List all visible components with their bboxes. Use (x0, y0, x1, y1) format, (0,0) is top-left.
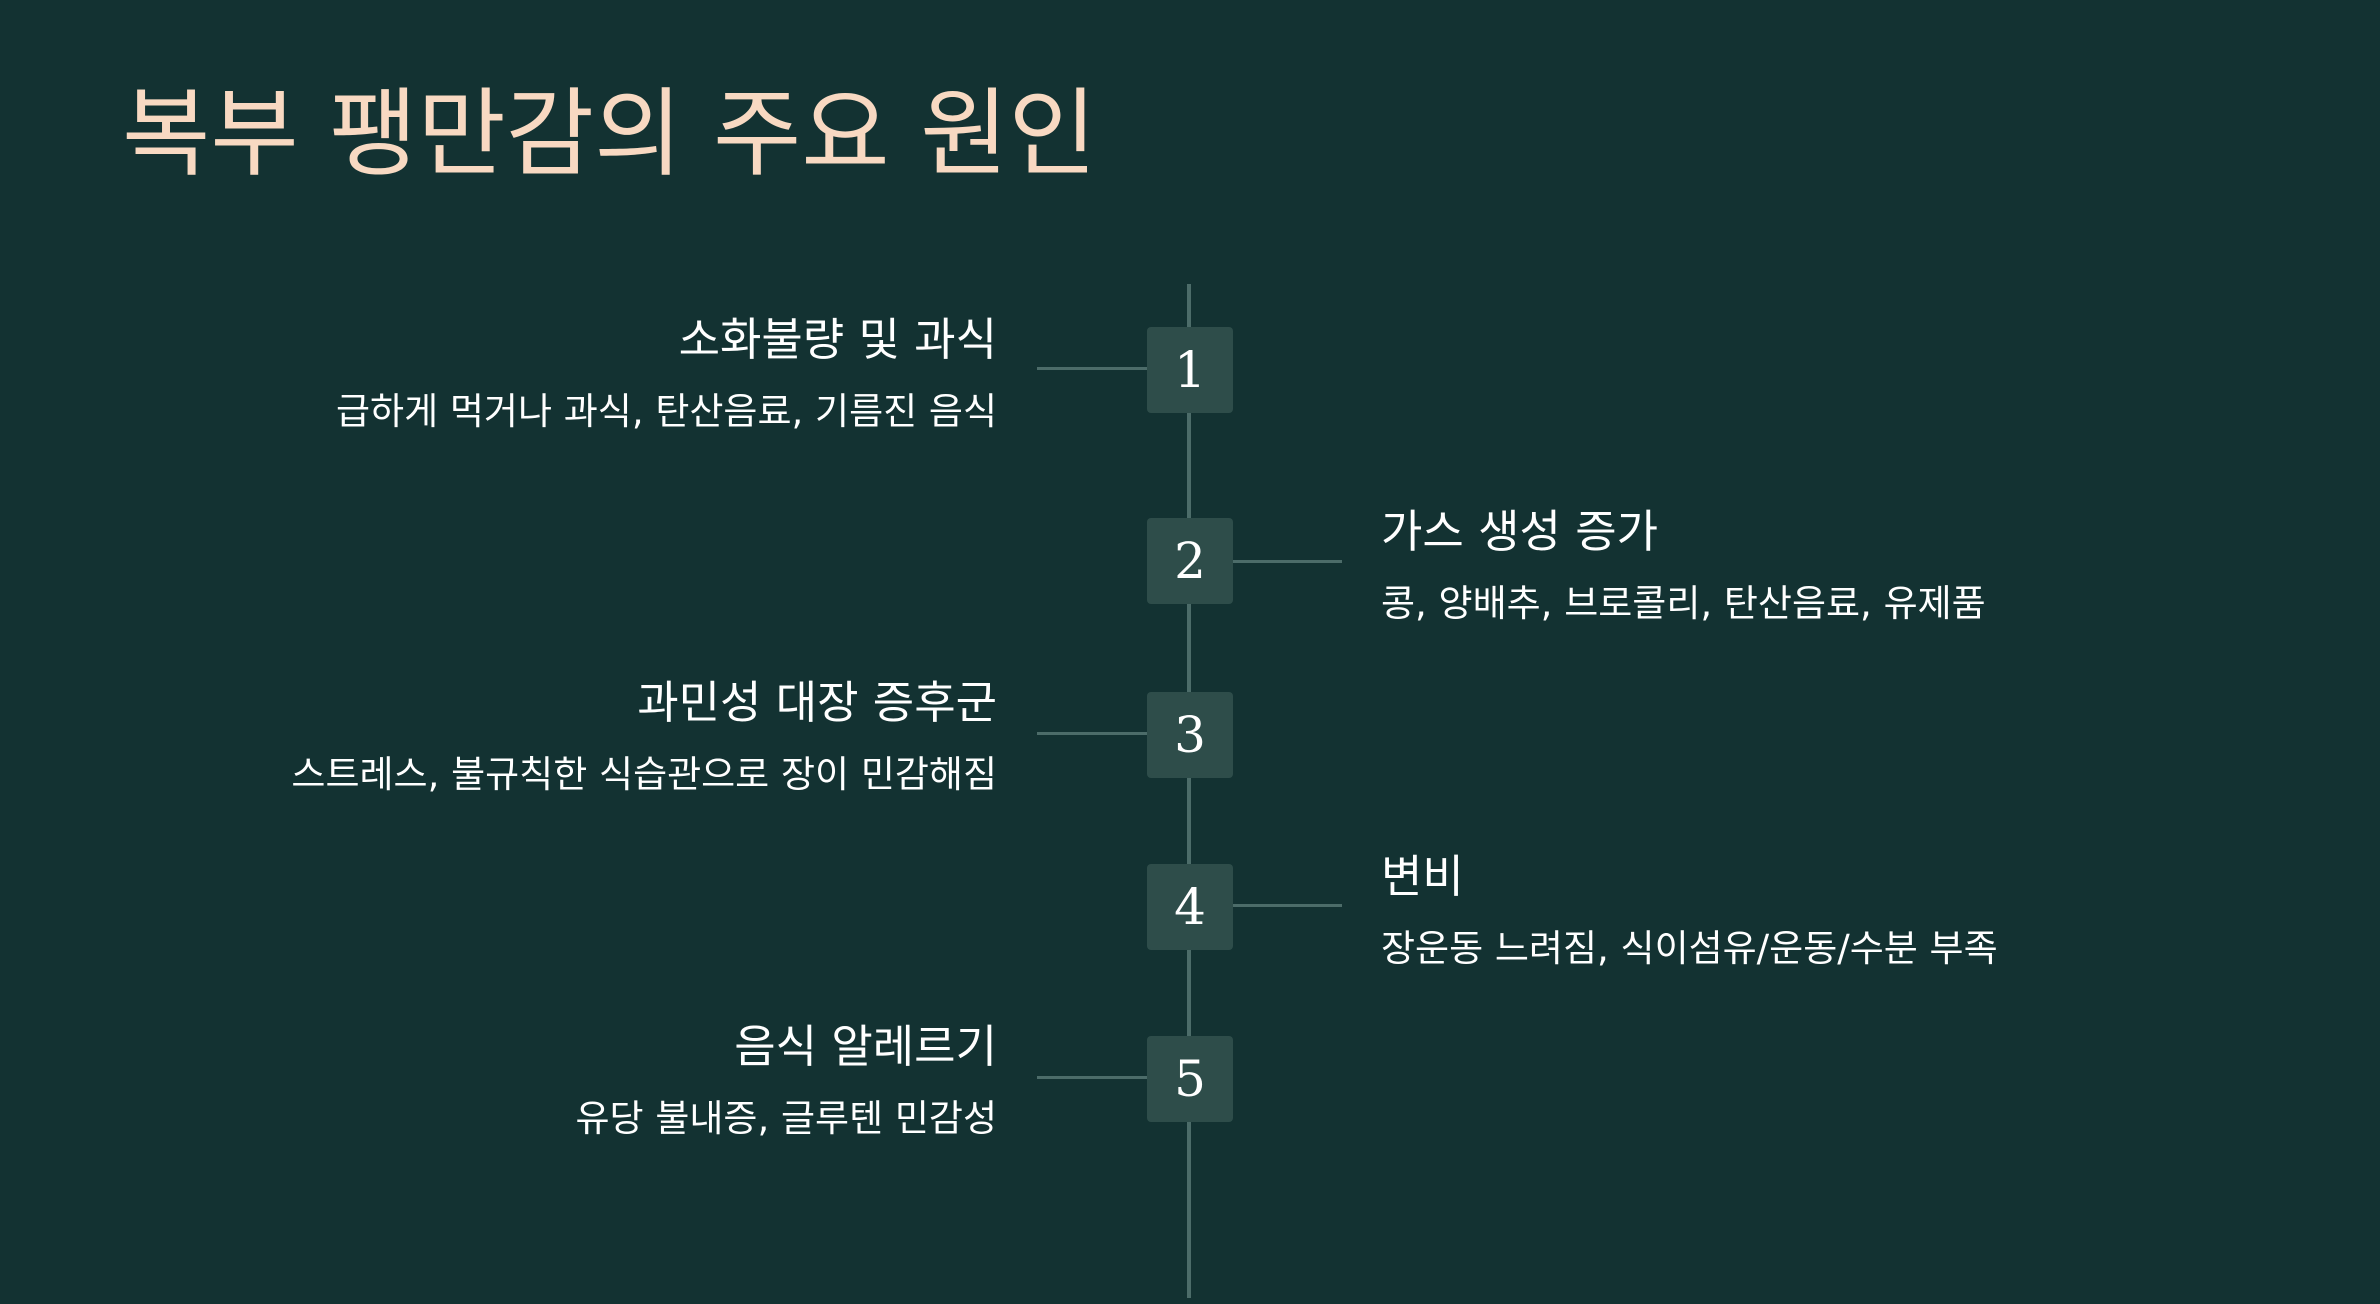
item-title: 가스 생성 증가 (1381, 505, 1659, 558)
item-title: 소화불량 및 과식 (678, 313, 997, 366)
timeline-node-4: 4 (1147, 864, 1233, 950)
item-description: 급하게 먹거나 과식, 탄산음료, 기름진 음식 (335, 390, 997, 433)
timeline-node-2: 2 (1147, 518, 1233, 604)
item-title: 변비 (1381, 850, 1464, 903)
item-title: 음식 알레르기 (734, 1020, 997, 1073)
timeline-node-1: 1 (1147, 327, 1233, 413)
timeline-item-2: 가스 생성 증가 콩, 양배추, 브로콜리, 탄산음료, 유제품 (1381, 505, 1986, 626)
item-description: 장운동 느려짐, 식이섬유/운동/수분 부족 (1381, 927, 1998, 970)
timeline-item-3: 과민성 대장 증후군 스트레스, 불규칙한 식습관으로 장이 민감해짐 (291, 676, 997, 797)
timeline-item-1: 소화불량 및 과식 급하게 먹거나 과식, 탄산음료, 기름진 음식 (336, 313, 997, 434)
item-description: 스트레스, 불규칙한 식습관으로 장이 민감해짐 (291, 753, 997, 796)
timeline-node-5: 5 (1147, 1036, 1233, 1122)
timeline-axis (1187, 284, 1191, 1298)
connector-2 (1233, 560, 1342, 563)
timeline-item-4: 변비 장운동 느려짐, 식이섬유/운동/수분 부족 (1381, 850, 1998, 971)
item-description: 유당 불내증, 글루텐 민감성 (575, 1097, 997, 1140)
item-description: 콩, 양배추, 브로콜리, 탄산음료, 유제품 (1381, 582, 1986, 625)
connector-3 (1037, 732, 1147, 735)
slide-title: 복부 팽만감의 주요 원인 (122, 78, 1097, 190)
timeline-item-5: 음식 알레르기 유당 불내증, 글루텐 민감성 (576, 1020, 997, 1141)
connector-5 (1037, 1076, 1147, 1079)
timeline-node-3: 3 (1147, 692, 1233, 778)
connector-1 (1037, 367, 1147, 370)
connector-4 (1233, 904, 1342, 907)
item-title: 과민성 대장 증후군 (637, 676, 997, 729)
